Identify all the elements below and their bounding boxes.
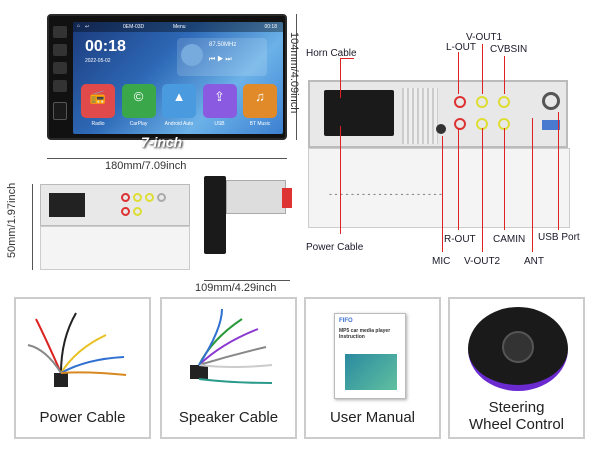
music-icon: ♫ [255, 89, 265, 104]
vout2-callout-vline [482, 128, 483, 252]
carplay-icon: © [133, 89, 144, 104]
v-out1-jack [476, 96, 488, 108]
label-cvbsin: CVBSIN [490, 44, 528, 55]
small-chassis [40, 226, 190, 270]
app-bt-music[interactable]: ♫BT Music [243, 84, 277, 127]
volume-up-button[interactable] [53, 62, 67, 74]
label-camin: CAMIN [493, 234, 526, 245]
radio-widget[interactable]: 87.50MHz ⏮ ▶ ⏭ [177, 38, 267, 76]
horn-callout-vline [340, 58, 341, 98]
rout-callout-vline [458, 128, 459, 230]
status-device: 0EM-03D [123, 24, 145, 30]
usb-slot [53, 102, 67, 120]
label-l-out: L-OUT [446, 42, 476, 53]
accessory-card-user-manual: FIFO MP5 car media player Instruction Us… [304, 297, 441, 439]
manual-brand: FIFO [339, 318, 353, 324]
manual-image [345, 354, 397, 390]
home-icon: ⌂ [77, 23, 81, 29]
usb-callout-vline [558, 112, 559, 230]
steering-remote-icon [468, 307, 568, 391]
label-mic: MIC [432, 256, 451, 267]
back-panel [308, 80, 568, 148]
chassis-vent-dots: - - - - - - - - - - - - - - - - - - - - … [329, 189, 442, 199]
label-usb-port: USB Port [538, 232, 580, 243]
label-v-out2: V-OUT2 [464, 256, 501, 267]
label-ant: ANT [524, 256, 544, 267]
caption-steering-wheel-control: Steering Wheel Control [468, 399, 565, 433]
size-badge: 7-inch [141, 134, 183, 150]
app-radio[interactable]: 📻Radio [81, 84, 115, 127]
accessory-card-power-cable: Power Cable [14, 297, 151, 439]
mic-callout-vline [442, 136, 443, 252]
touch-screen[interactable]: ⌂ ↩ 0EM-03D Menu 00:18 00:18 2022-05-02 … [73, 22, 283, 134]
side-profile-chassis [226, 180, 286, 214]
harness-connector [324, 90, 394, 136]
head-unit-front: ⌂ ↩ 0EM-03D Menu 00:18 00:18 2022-05-02 … [47, 14, 287, 150]
ant-callout-vline [532, 118, 533, 252]
label-r-out: R-OUT [444, 234, 476, 245]
status-bar: ⌂ ↩ 0EM-03D Menu 00:18 [73, 22, 283, 32]
radio-frequency: 87.50MHz [209, 42, 237, 48]
label-v-out1: V-OUT1 [466, 32, 503, 43]
lout-callout-vline [458, 52, 459, 94]
volume-down-button[interactable] [53, 80, 67, 92]
app-row: 📻Radio ©CarPlay ▲Android Auto ⇪USB ♫BT M… [81, 84, 277, 128]
caption-user-manual: User Manual [329, 409, 416, 426]
app-android-auto[interactable]: ▲Android Auto [162, 84, 196, 127]
side-profile-front [204, 176, 226, 254]
connector-block [49, 193, 85, 217]
side-height-dimension: 50mm/1.97inch [6, 182, 18, 258]
label-horn-cable: Horn Cable [306, 48, 357, 59]
power-cable-icon [27, 312, 127, 387]
manual-title: MP5 car media player Instruction [339, 328, 391, 340]
l-out-jack [454, 96, 466, 108]
status-title: Menu [173, 24, 186, 30]
label-power-cable: Power Cable [306, 242, 364, 253]
caption-speaker-cable: Speaker Cable [178, 409, 279, 426]
playback-controls-icon[interactable]: ⏮ ▶ ⏭ [209, 56, 232, 63]
height-dimension-line [296, 14, 297, 140]
accessory-card-speaker-cable: Speaker Cable [160, 297, 297, 439]
r-out-jack [454, 118, 466, 130]
side-connector [282, 188, 292, 208]
cvbsin-jack [498, 96, 510, 108]
mic-jack [436, 124, 446, 134]
power-callout-vline [340, 126, 341, 234]
depth-dimension-line [204, 280, 290, 281]
clock-time: 00:18 [85, 38, 126, 55]
usb-icon: ⇪ [214, 89, 225, 104]
speaker-cable-icon [190, 308, 273, 384]
back-chassis: - - - - - - - - - - - - - - - - - - - - … [308, 148, 570, 228]
power-button[interactable] [53, 44, 67, 56]
cvbsin-callout-vline [504, 56, 505, 94]
height-dimension: 104mm/4.09inch [288, 32, 300, 114]
clock-date: 2022-05-02 [85, 58, 111, 64]
back-icon: ↩ [85, 24, 90, 30]
app-carplay[interactable]: ©CarPlay [121, 84, 156, 127]
home-button[interactable] [53, 26, 67, 38]
width-dimension: 180mm/7.09inch [105, 160, 187, 172]
vent-grill [402, 88, 438, 144]
small-back-view [40, 184, 190, 226]
radio-art-icon [181, 44, 203, 66]
status-time: 00:18 [264, 24, 277, 30]
width-dimension-line [47, 158, 287, 159]
antenna-jack [542, 92, 560, 110]
radio-icon: 📻 [89, 89, 107, 104]
android-auto-icon: ▲ [172, 89, 186, 104]
manual-cover: FIFO MP5 car media player Instruction [334, 313, 406, 399]
accessory-card-steering-wheel-control: Steering Wheel Control [448, 297, 585, 439]
camin-callout-vline [504, 128, 505, 230]
app-usb[interactable]: ⇪USB [202, 84, 237, 127]
depth-dimension: 109mm/4.29inch [195, 282, 277, 294]
rca-group [121, 193, 169, 217]
vout1-callout-vline [482, 44, 483, 94]
horn-callout-line [340, 58, 354, 59]
usb-port [542, 120, 560, 130]
caption-power-cable: Power Cable [39, 409, 126, 426]
side-height-dimension-line [32, 184, 33, 270]
